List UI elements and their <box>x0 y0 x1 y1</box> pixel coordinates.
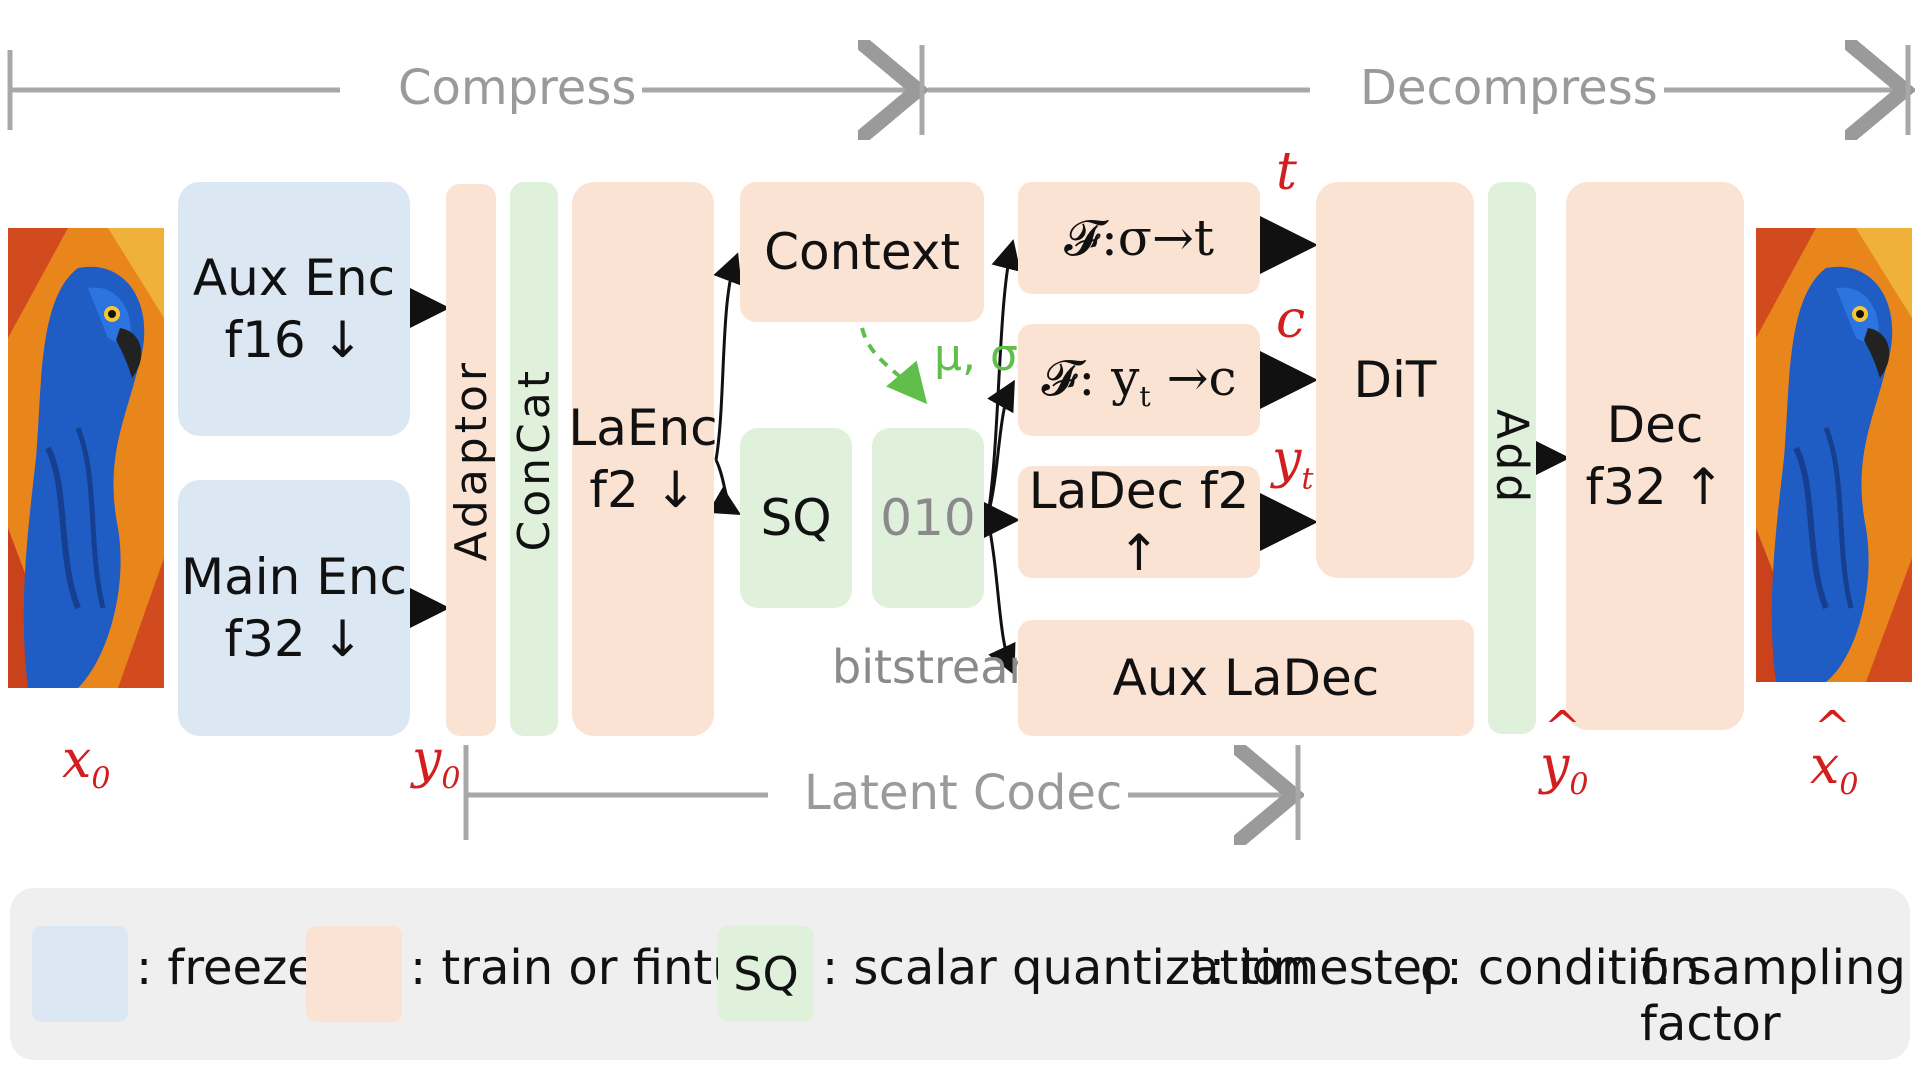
bitstream-label: bitstream <box>832 640 1054 694</box>
bits-block: 010 <box>872 428 984 608</box>
bits-label: 010 <box>880 488 976 547</box>
main-enc-title: Main Enc <box>180 547 408 606</box>
parrot-image-icon <box>1756 228 1912 682</box>
context-label: Context <box>764 222 960 281</box>
legend-f-text: f: sampling factor <box>1640 940 1906 1052</box>
dec-factor: f32 ↑ <box>1585 458 1725 516</box>
x0-label: x0 <box>62 730 111 797</box>
dit-block: DiT <box>1316 182 1474 578</box>
legend-sq-text: : scalar quantization <box>822 940 1312 996</box>
adaptor-label: Adaptor <box>445 358 497 562</box>
parrot-image-icon <box>8 228 164 688</box>
yt-label: yt <box>1272 430 1314 497</box>
mu-sigma-label: μ, σ <box>934 330 1018 381</box>
legend-t-text: t: timestep <box>1190 940 1453 996</box>
compress-label: Compress <box>392 60 643 116</box>
aux-enc-factor: f16 ↓ <box>224 311 364 369</box>
context-block: Context <box>740 182 984 322</box>
sq-label: SQ <box>760 488 832 547</box>
legend-train-swatch <box>306 926 402 1022</box>
dec-title: Dec <box>1606 395 1704 454</box>
main-enc-factor: f32 ↓ <box>224 610 364 668</box>
concat-label: ConCat <box>508 366 560 552</box>
add-block: Add <box>1487 182 1538 734</box>
adaptor-block: Adaptor <box>445 184 497 736</box>
aux-ladec-label: Aux LaDec <box>1112 648 1380 707</box>
concat-block: ConCat <box>509 182 560 736</box>
legend-c-text: c: condition <box>1420 940 1700 996</box>
aux-enc-title: Aux Enc <box>192 248 396 307</box>
legend-sq-swatch: SQ <box>718 926 814 1022</box>
f-yt-c-label: 𝓕: yt →c <box>1041 348 1237 413</box>
decompress-label: Decompress <box>1354 60 1664 116</box>
f-sigma-t-label: 𝓕:σ→t <box>1064 208 1214 267</box>
y0-label: y0 <box>412 730 461 797</box>
dit-label: DiT <box>1353 350 1437 409</box>
input-image <box>8 228 164 688</box>
mu-sigma-dashed-arrow <box>860 327 928 405</box>
laenc-title: LaEnc <box>568 398 718 457</box>
c-label: c <box>1276 290 1306 350</box>
legend-sq-box-label: SQ <box>733 947 799 1001</box>
f-sigma-t-block: 𝓕:σ→t <box>1018 182 1260 294</box>
latent-codec-label: Latent Codec <box>798 765 1129 821</box>
aux-ladec-block: Aux LaDec <box>1018 620 1474 736</box>
add-label: Add <box>1486 409 1538 507</box>
sq-block: SQ <box>740 428 852 608</box>
y0-hat-label: y0 <box>1540 702 1588 802</box>
legend-freeze-text: : freeze <box>136 940 317 996</box>
f-yt-c-block: 𝓕: yt →c <box>1018 324 1260 436</box>
ladec-label: LaDec f2 ↑ <box>1028 461 1250 583</box>
laenc-factor: f2 ↓ <box>589 461 697 519</box>
flow-arrows <box>390 215 1570 676</box>
legend-freeze-swatch <box>32 926 128 1022</box>
x0-hat-label: x0 <box>1810 702 1858 802</box>
t-label: t <box>1276 142 1297 202</box>
output-image <box>1756 228 1912 682</box>
ladec-block: LaDec f2 ↑ <box>1018 462 1260 582</box>
